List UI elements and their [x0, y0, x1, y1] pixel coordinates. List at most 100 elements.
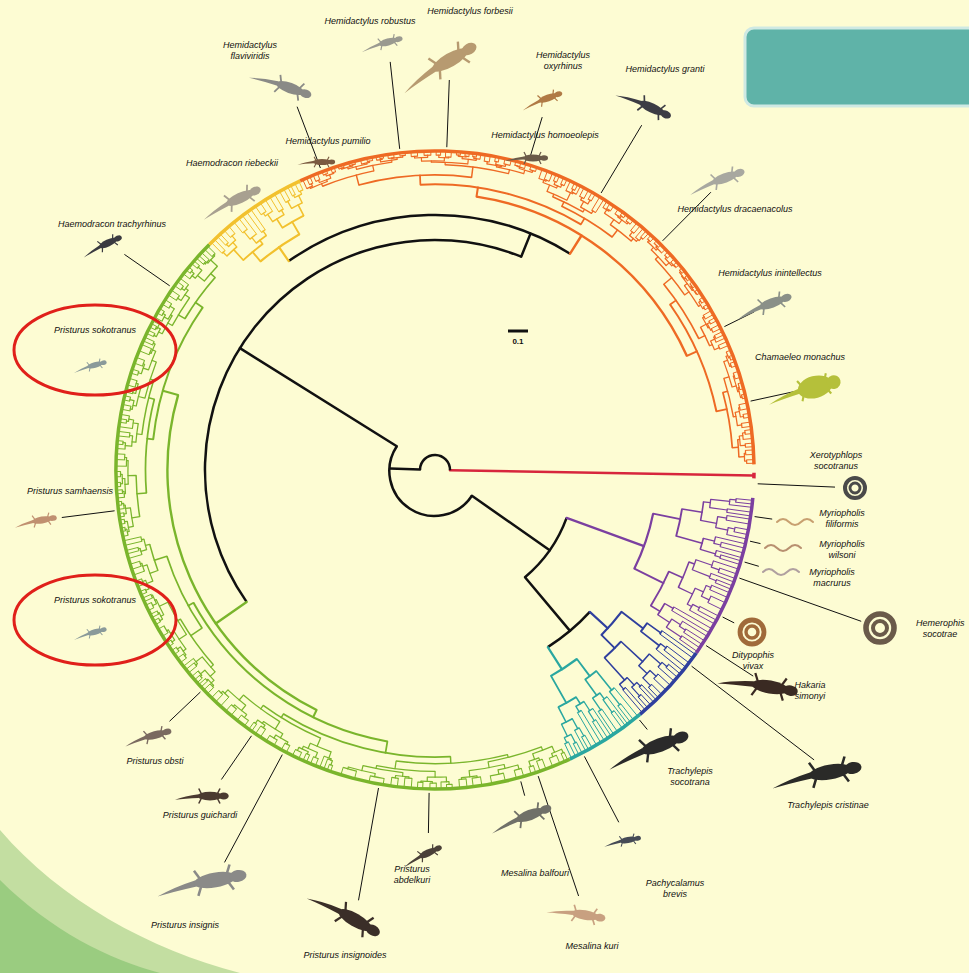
tree-branch: [275, 195, 283, 209]
tree-branch: [397, 778, 399, 786]
tree-branch: [700, 300, 702, 304]
leader-line: [663, 192, 711, 241]
tree-branch: [178, 315, 185, 319]
tree-branch: [564, 181, 566, 186]
species-picture: [505, 152, 548, 164]
tree-branch: [279, 247, 289, 261]
tree-branch: [651, 250, 666, 266]
leader-line: [62, 511, 115, 518]
tree-branch: [666, 664, 669, 667]
tree-branch: [672, 619, 681, 625]
tree-branch: [242, 705, 246, 710]
tree-branch: [204, 263, 206, 265]
tree-branch: [124, 405, 131, 407]
tree-branch: [128, 475, 136, 476]
tree-branch: [665, 255, 668, 258]
tree-branch: [391, 777, 392, 785]
tree-branch: [163, 305, 169, 308]
tree-branch: [714, 332, 721, 335]
tree-branch: [720, 558, 739, 564]
tree-branch: [664, 284, 699, 338]
tree-branch: [188, 603, 193, 606]
tree-branch: [588, 199, 591, 201]
tree-branch: [124, 519, 126, 523]
tree-branch: [687, 351, 697, 356]
species-pictures: [13, 32, 894, 943]
tree-branch: [117, 453, 124, 454]
tree-branch: [736, 499, 752, 501]
tree-branch: [567, 193, 571, 200]
tree-branch: [727, 535, 746, 539]
tree-branch: [554, 184, 561, 187]
tree-branch: [575, 730, 586, 750]
tree-branch: [252, 724, 256, 730]
leader-line: [755, 517, 773, 520]
species-picture: [13, 511, 57, 530]
tree-branch: [610, 207, 613, 211]
tree-branch: [243, 229, 248, 233]
tree-branch: [576, 187, 580, 194]
tree-branch: [250, 722, 254, 728]
tree-branch: [716, 338, 724, 342]
tree-branch: [288, 188, 292, 196]
tree-branch: [256, 207, 261, 215]
tree-branch: [572, 719, 577, 729]
circle-outline: [12, 303, 178, 397]
tree-branch: [543, 183, 557, 189]
tree-branch: [193, 671, 199, 676]
tree-branch: [744, 453, 746, 461]
tree-branch: [578, 713, 597, 745]
tree-branch: [275, 740, 278, 745]
tree-branch: [744, 431, 746, 435]
tree-branch: [299, 190, 303, 192]
tree-branch: [593, 698, 601, 710]
tree-branch: [190, 666, 197, 672]
tree-branch: [231, 705, 236, 709]
tree-branch: [138, 358, 145, 361]
tree-branch: [256, 726, 261, 733]
species-picture: [733, 288, 794, 324]
tree-branch: [716, 409, 726, 411]
tree-branch: [518, 765, 519, 769]
tree-branch: [530, 170, 536, 172]
tree-branch: [726, 520, 748, 524]
tree-branch: [578, 710, 582, 712]
tail: [73, 633, 89, 640]
tree-branch: [422, 782, 423, 788]
tree-branch: [130, 508, 133, 527]
tree-branch: [704, 501, 711, 503]
tree-branch: [381, 159, 398, 162]
tree-branch: [147, 603, 151, 605]
tree-branch: [676, 509, 682, 536]
species-label: Hemidactylus homoeolepis: [491, 130, 599, 141]
tree-branch: [713, 561, 737, 569]
tree-branch: [573, 742, 576, 744]
tree-branch: [632, 687, 640, 696]
tail: [688, 180, 715, 195]
tree-branch: [282, 216, 303, 228]
thin-snake: [765, 545, 801, 551]
tree-branch: [678, 562, 689, 587]
tree-branch: [145, 598, 152, 601]
tree-branch: [679, 270, 682, 273]
tree-branch: [547, 185, 550, 191]
tree-branch: [726, 516, 728, 521]
head: [219, 793, 229, 800]
tree-branch: [129, 433, 131, 437]
tree-branch: [163, 391, 178, 395]
tree-branch: [131, 561, 139, 564]
tree-branch: [570, 236, 581, 254]
species-picture: [175, 789, 229, 804]
tree-branch: [195, 675, 199, 679]
tree-branch: [732, 386, 736, 387]
tree-branch: [576, 697, 580, 704]
tree-branch: [596, 200, 604, 212]
tree-branch: [504, 164, 510, 166]
leader-line: [750, 541, 761, 543]
tree-branch: [466, 779, 468, 787]
tree-branch: [703, 311, 710, 315]
tree-branch: [427, 776, 446, 777]
tree-branch: [701, 324, 707, 327]
tree-branch: [217, 694, 223, 701]
tree-branch: [708, 596, 711, 603]
